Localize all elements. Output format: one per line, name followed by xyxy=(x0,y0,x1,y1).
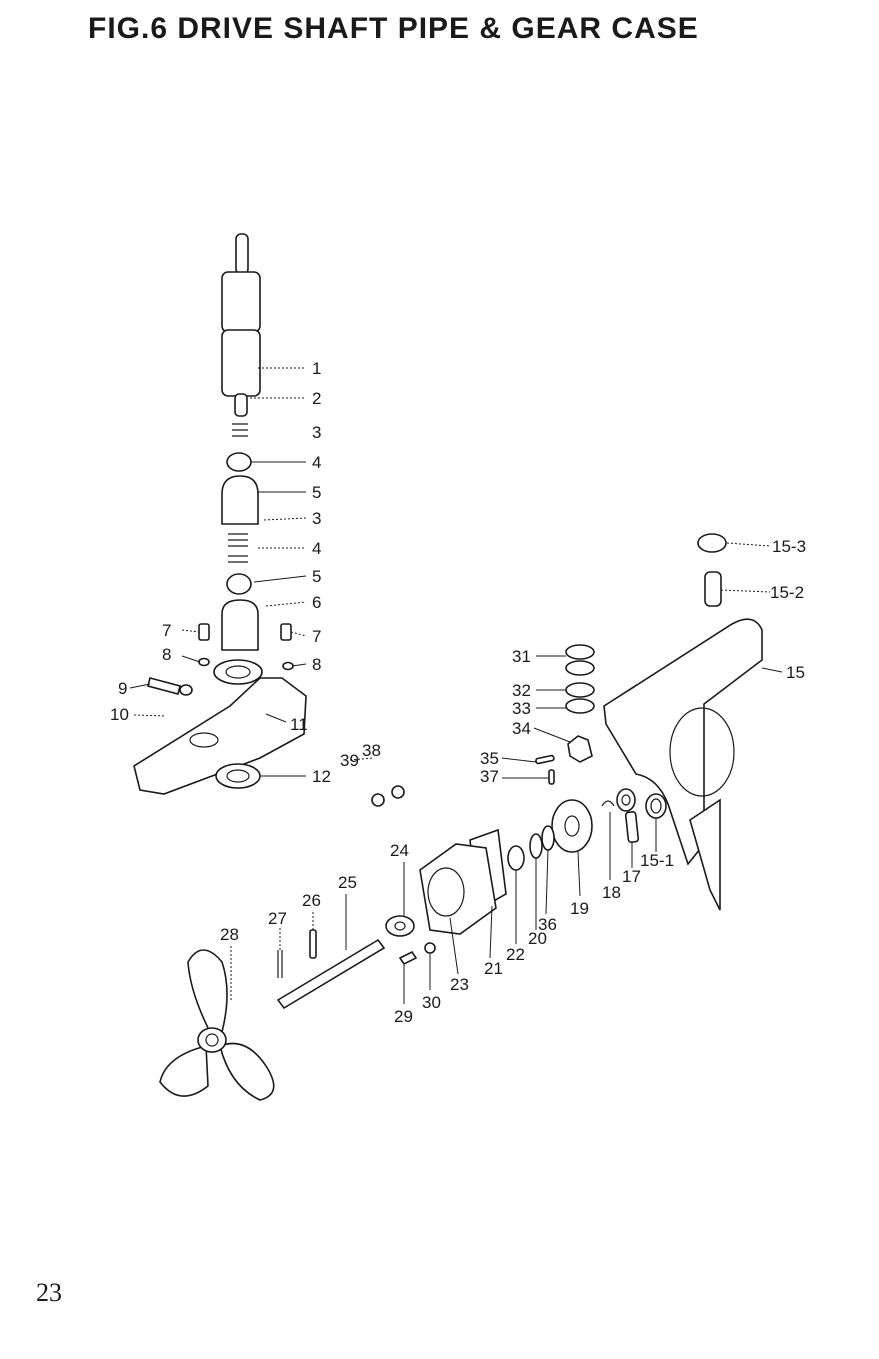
callout-7-left: 7 xyxy=(162,621,171,640)
washer-right xyxy=(283,663,293,670)
bearing-20 xyxy=(530,834,542,858)
callout-6: 6 xyxy=(312,593,321,612)
propeller-blade-right xyxy=(220,1044,274,1101)
callout-38: 38 xyxy=(362,741,381,760)
callout-10: 10 xyxy=(110,705,129,724)
rubber-cap-upper xyxy=(222,476,258,524)
spring-upper xyxy=(232,424,248,436)
washer-30 xyxy=(425,943,435,953)
thrust-washer xyxy=(386,916,414,936)
circlip xyxy=(602,801,614,806)
screw-39 xyxy=(372,794,384,806)
sleeve xyxy=(705,572,721,606)
drive-pipe-upper xyxy=(222,272,260,332)
callout-28: 28 xyxy=(220,925,239,944)
drive-shaft-pipe xyxy=(222,330,260,396)
washer-18 xyxy=(617,789,635,811)
callout-37: 37 xyxy=(480,767,499,786)
callout-12: 12 xyxy=(312,767,331,786)
callout-5-lower: 5 xyxy=(312,567,321,586)
clamp-nut xyxy=(180,685,192,695)
callout-15-3: 15-3 xyxy=(772,537,806,556)
gear-32 xyxy=(566,683,594,697)
washer-left xyxy=(199,659,209,666)
callout-33: 33 xyxy=(512,699,531,718)
callout-4-lower: 4 xyxy=(312,539,321,558)
drive-shaft-pipe-assembly xyxy=(134,234,306,794)
gear-31b xyxy=(566,661,594,675)
screw-right xyxy=(281,624,291,640)
callout-25: 25 xyxy=(338,873,357,892)
rubber-cap-lower xyxy=(222,600,258,650)
callout-34: 34 xyxy=(512,719,531,738)
bushing-lower xyxy=(227,574,251,594)
callout-3-upper: 3 xyxy=(312,423,321,442)
callout-31: 31 xyxy=(512,647,531,666)
drive-gear xyxy=(552,800,592,852)
callout-18: 18 xyxy=(602,883,621,902)
callout-19: 19 xyxy=(570,899,589,918)
propeller-shaft xyxy=(278,940,384,1008)
oil-seal xyxy=(508,846,524,870)
gear-case-cover xyxy=(420,844,496,934)
screw-29 xyxy=(400,952,416,964)
bushing-upper xyxy=(227,453,251,471)
propeller-blade-upper xyxy=(188,950,227,1032)
callout-9: 9 xyxy=(118,679,127,698)
propeller-hub xyxy=(198,1028,226,1052)
gear-31 xyxy=(566,645,594,659)
clamp-bolt xyxy=(148,678,180,694)
propeller-blade-left xyxy=(160,1046,208,1096)
propeller-assembly xyxy=(160,930,384,1100)
gasket xyxy=(216,764,260,788)
drive-shaft xyxy=(235,394,247,416)
callout-11: 11 xyxy=(290,715,308,734)
callout-8-left: 8 xyxy=(162,645,171,664)
callout-8-right: 8 xyxy=(312,655,321,674)
callout-4-upper: 4 xyxy=(312,453,321,472)
callout-7-right: 7 xyxy=(312,627,321,646)
callout-27: 27 xyxy=(268,909,287,928)
pinion-gear xyxy=(568,736,592,762)
callout-32: 32 xyxy=(512,681,531,700)
callout-29: 29 xyxy=(394,1007,413,1026)
callout-15: 15 xyxy=(786,663,805,682)
cap xyxy=(698,534,726,552)
pin-37 xyxy=(549,770,554,784)
callout-15-1: 15-1 xyxy=(640,851,674,870)
callout-3-lower: 3 xyxy=(312,509,321,528)
pin-17 xyxy=(625,812,638,843)
bearing xyxy=(646,794,666,818)
callout-30: 30 xyxy=(422,993,441,1012)
cotter-pin xyxy=(278,950,282,978)
callout-17: 17 xyxy=(622,867,641,886)
callout-39: 39 xyxy=(340,751,359,770)
washer-38 xyxy=(392,786,404,798)
page-number: 23 xyxy=(36,1278,62,1308)
bearing-36 xyxy=(542,826,554,850)
callout-2: 2 xyxy=(312,389,321,408)
callout-35: 35 xyxy=(480,749,499,768)
callout-24: 24 xyxy=(390,841,409,860)
spring-lower xyxy=(228,534,248,546)
screw-left xyxy=(199,624,209,640)
callout-23: 23 xyxy=(450,975,469,994)
shear-pin xyxy=(310,930,316,958)
callout-15-2: 15-2 xyxy=(770,583,804,602)
callout-1: 1 xyxy=(312,359,321,378)
callout-22: 22 xyxy=(506,945,525,964)
callout-5-upper: 5 xyxy=(312,483,321,502)
pin-35 xyxy=(536,755,555,764)
callout-21: 21 xyxy=(484,959,503,978)
housing-top-boss xyxy=(214,660,262,684)
spring-lower-2 xyxy=(228,556,248,562)
callout-26: 26 xyxy=(302,891,321,910)
drive-shaft-top xyxy=(236,234,248,274)
gear-case-assembly xyxy=(372,534,762,964)
gear-33 xyxy=(566,699,594,713)
callout-36: 36 xyxy=(538,915,557,934)
